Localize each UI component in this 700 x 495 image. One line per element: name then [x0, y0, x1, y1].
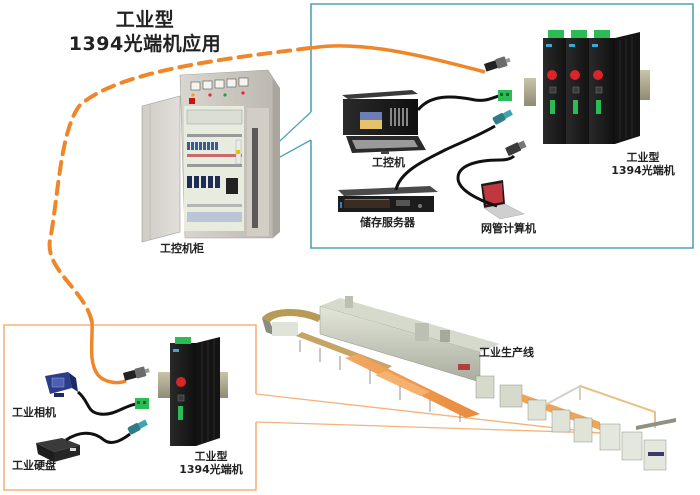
control-cabinet-illustration [141, 69, 280, 243]
converter-unit-2 [566, 30, 592, 144]
cable-camera-terminal [76, 390, 138, 416]
label-control-cabinet: 工控机柜 [160, 242, 204, 255]
cable-laptop-serial [456, 154, 516, 208]
converter-stack-illustration [543, 30, 640, 144]
cable-disk-1394 [65, 431, 131, 444]
label-converter-line2: 1394光端机 [611, 164, 675, 177]
label-field-converter-line1: 工业型 [194, 450, 228, 463]
storage-server-illustration [338, 186, 438, 212]
industrial-pc-illustration [342, 90, 426, 154]
industrial-camera-illustration [45, 372, 78, 397]
label-storage-server: 储存服务器 [360, 216, 415, 229]
fiber-cable-control-room [310, 44, 486, 74]
field-converter-illustration [170, 337, 220, 446]
terminal-block-icon [498, 90, 512, 101]
label-industrial-pc: 工控机 [372, 156, 405, 169]
cable-server-1394 [394, 124, 496, 191]
fiber-cable-field [89, 321, 127, 385]
label-production-line: 工业生产线 [479, 346, 534, 359]
converter-unit-1 [543, 30, 569, 144]
page-title-line2: 1394光端机应用 [68, 33, 222, 55]
terminal-block-icon [135, 398, 149, 409]
cable-ipc-terminal [416, 93, 504, 111]
page-title-line1: 工业型 [115, 9, 175, 31]
label-field-converter: 工业型 1394光端机 [176, 450, 246, 476]
converter-unit-3 [589, 30, 615, 144]
fiber-link-dashed [47, 46, 312, 324]
label-management-laptop: 网管计算机 [481, 222, 536, 235]
label-converter-line1: 工业型 [626, 151, 660, 164]
label-control-room-converter: 工业型 1394光端机 [608, 151, 678, 177]
fiber-connector-icon [123, 366, 150, 381]
din-rail-icon [158, 372, 228, 398]
production-line-illustration [262, 296, 676, 471]
serial-connector-icon [505, 140, 527, 156]
usb-1394-connector-icon [127, 419, 148, 435]
industrial-disk-illustration [36, 438, 80, 462]
din-rail-icon [524, 70, 650, 106]
label-industrial-disk: 工业硬盘 [12, 459, 56, 472]
usb-1394-connector-icon [492, 109, 513, 125]
management-laptop-illustration [481, 180, 525, 220]
fiber-connector-icon [484, 56, 511, 72]
label-field-converter-line2: 1394光端机 [179, 463, 243, 476]
page-title: 工业型 1394光端机应用 [55, 8, 235, 56]
field-site-callout-box [3, 324, 601, 491]
label-industrial-camera: 工业相机 [12, 406, 56, 419]
